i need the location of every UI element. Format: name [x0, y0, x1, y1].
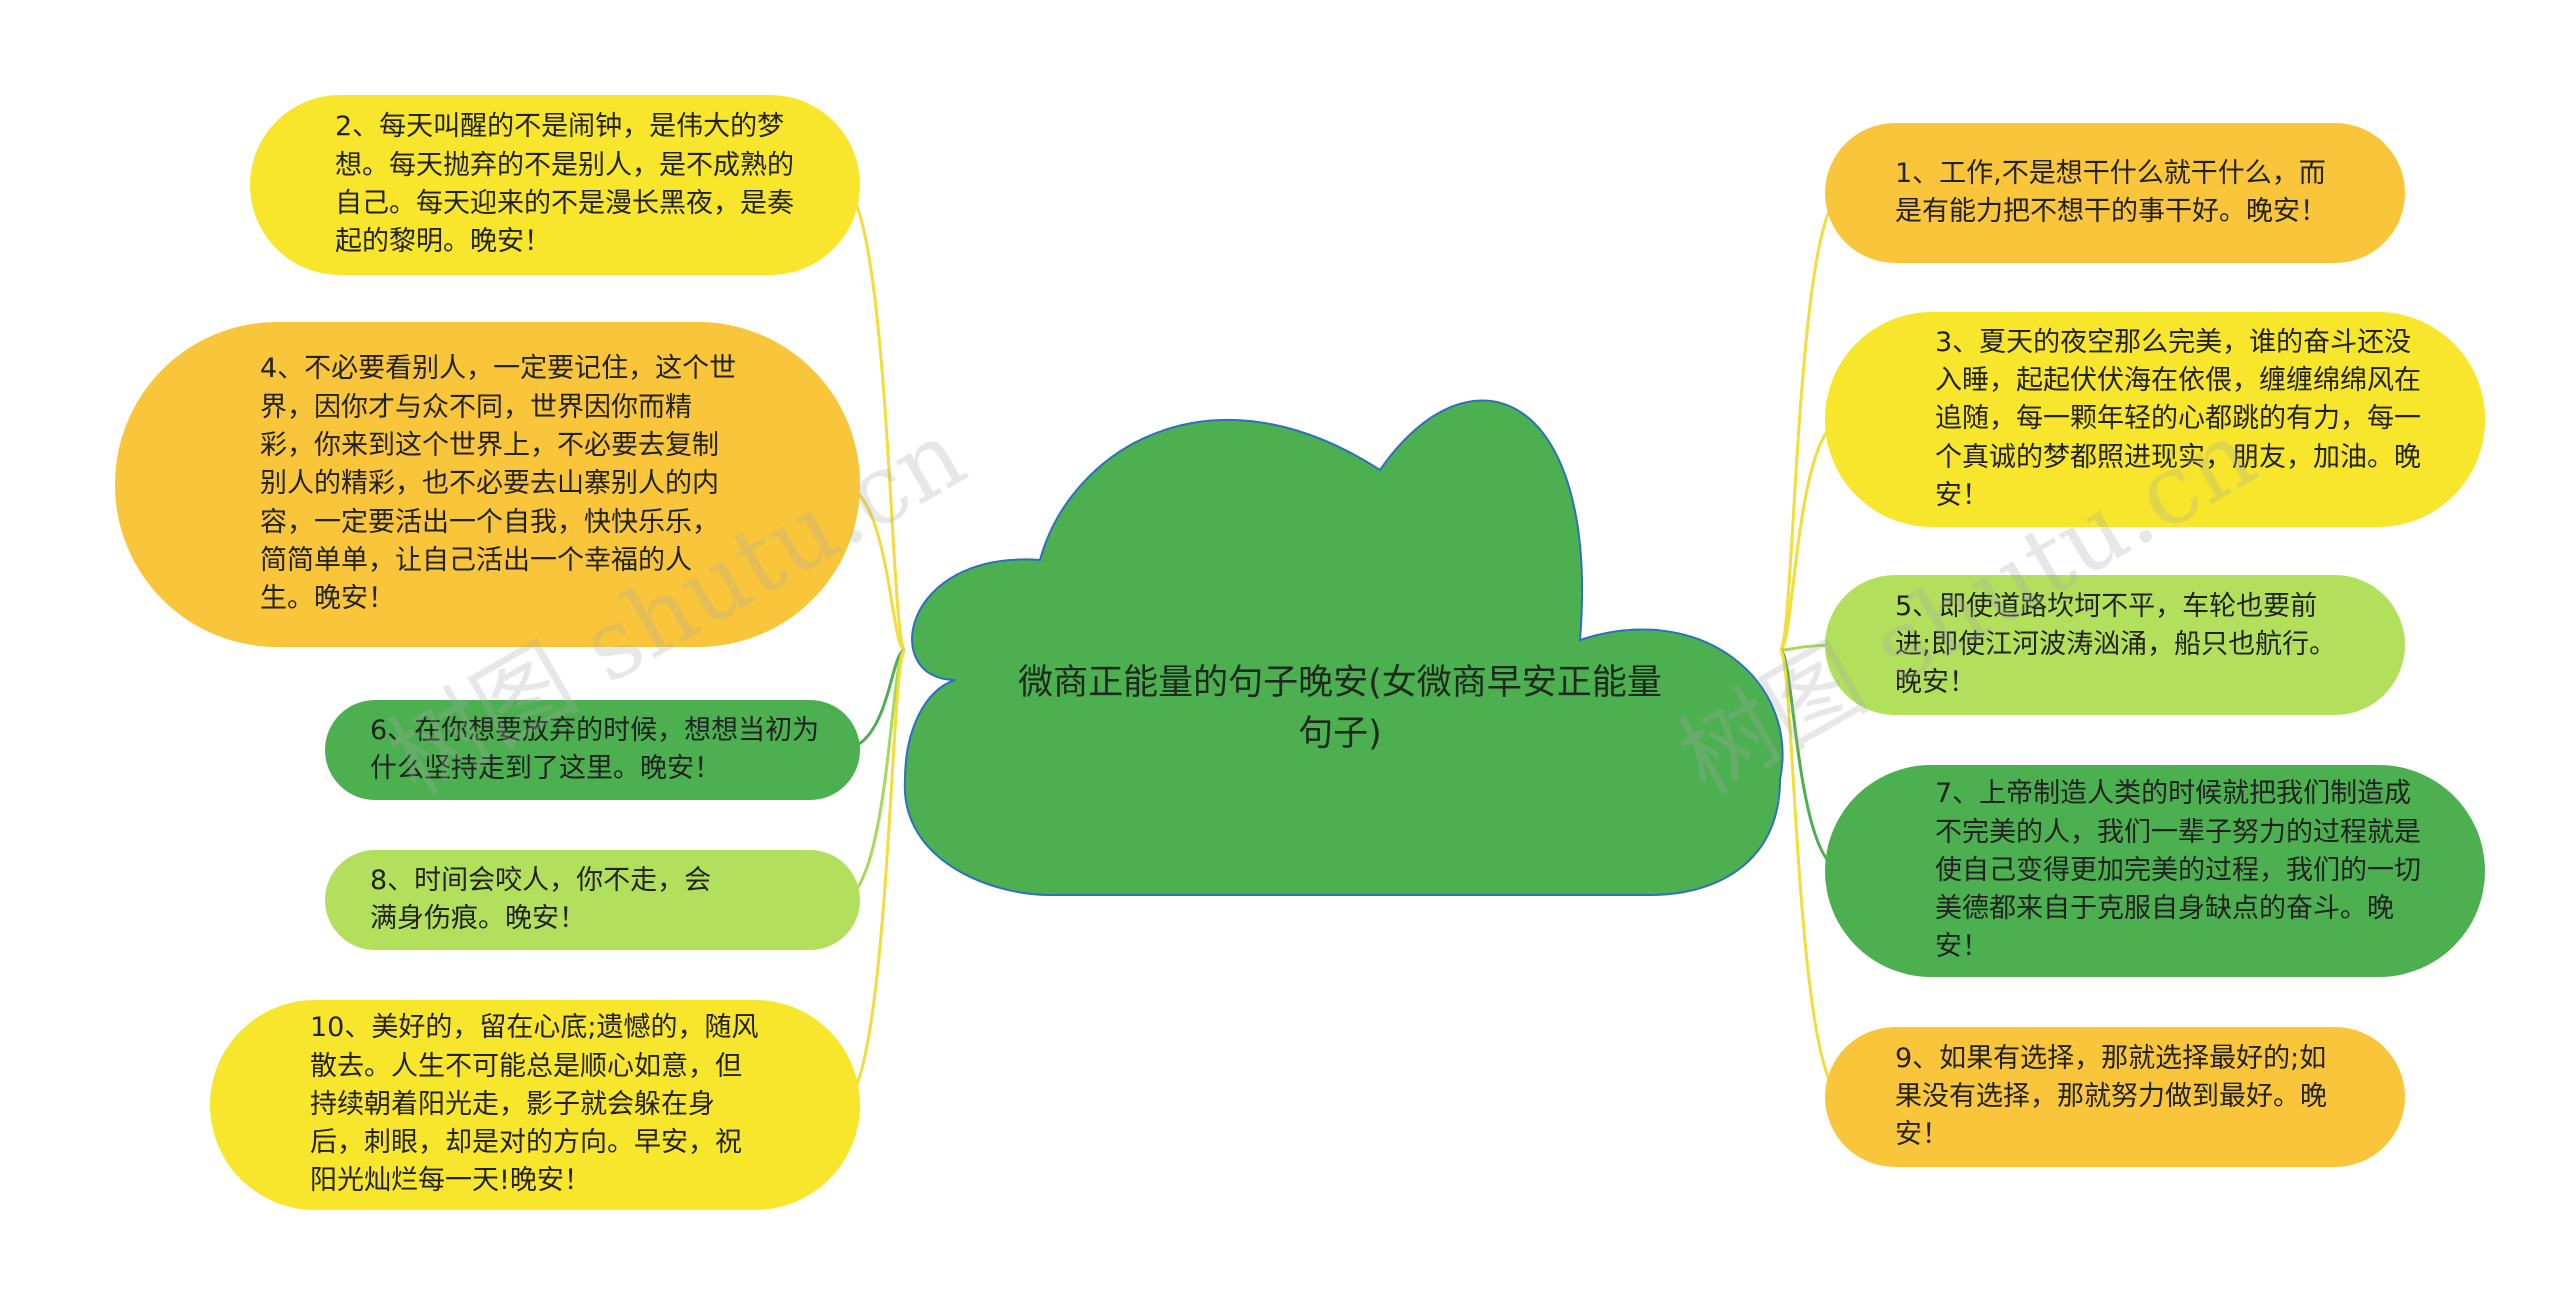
connector-n2 [839, 183, 907, 652]
central-topic-title[interactable]: 微商正能量的句子晚安(女微商早安正能量句子) [1018, 663, 1662, 754]
branch-node-8-text: 8、时间会咬人，你不走，会满身伤痕。晚安！ [370, 864, 712, 934]
branch-node-6[interactable]: 6、在你想要放弃的时候，想想当初为什么坚持走到了这里。晚安！ [325, 700, 860, 800]
branch-node-5-text: 5、即使道路坎坷不平，车轮也要前进;即使江河波涛汹涌，船只也航行。晚安！ [1895, 590, 2337, 699]
branch-node-8[interactable]: 8、时间会咬人，你不走，会满身伤痕。晚安！ [325, 850, 860, 950]
branch-node-9[interactable]: 9、如果有选择，那就选择最好的;如果没有选择，那就努力做到最好。晚安！ [1825, 1027, 2405, 1167]
branch-node-6-text: 6、在你想要放弃的时候，想想当初为什么坚持走到了这里。晚安！ [370, 714, 820, 784]
connector-n10 [839, 648, 907, 1107]
connector-n9 [1778, 648, 1846, 1099]
branch-node-1[interactable]: 1、工作,不是想干什么就干什么，而是有能力把不想干的事干好。晚安！ [1825, 123, 2405, 263]
branch-node-7[interactable]: 7、上帝制造人类的时候就把我们制造成不完美的人，我们一辈子努力的过程就是使自己变… [1825, 765, 2485, 977]
branch-node-4-text: 4、不必要看别人，一定要记住，这个世界，因你才与众不同，世界因你而精彩，你来到这… [260, 353, 737, 615]
connector-lines [839, 183, 1846, 1107]
central-cloud-shape[interactable] [903, 399, 1784, 896]
branch-node-5[interactable]: 5、即使道路坎坷不平，车轮也要前进;即使江河波涛汹涌，船只也航行。晚安！ [1825, 575, 2405, 715]
branch-node-4[interactable]: 4、不必要看别人，一定要记住，这个世界，因你才与众不同，世界因你而精彩，你来到这… [115, 322, 860, 647]
branch-node-1-text: 1、工作,不是想干什么就干什么，而是有能力把不想干的事干好。晚安！ [1895, 157, 2327, 227]
branch-node-3-text: 3、夏天的夜空那么完美，谁的奋斗还没入睡，起起伏伏海在依偎，缠缠绵绵风在追随，每… [1935, 326, 2421, 511]
branch-node-3[interactable]: 3、夏天的夜空那么完美，谁的奋斗还没入睡，起起伏伏海在依偎，缠缠绵绵风在追随，每… [1825, 312, 2485, 527]
branch-node-7-text: 7、上帝制造人类的时候就把我们制造成不完美的人，我们一辈子努力的过程就是使自己变… [1935, 778, 2421, 963]
branch-node-10[interactable]: 10、美好的，留在心底;遗憾的，随风散去。人生不可能总是顺心如意，但持续朝着阳光… [210, 1000, 860, 1210]
connector-n1 [1778, 191, 1846, 652]
branch-node-10-text: 10、美好的，留在心底;遗憾的，随风散去。人生不可能总是顺心如意，但持续朝着阳光… [310, 1012, 759, 1197]
branch-node-9-text: 9、如果有选择，那就选择最好的;如果没有选择，那就努力做到最好。晚安！ [1895, 1042, 2327, 1151]
branch-node-2-text: 2、每天叫醒的不是闹钟，是伟大的梦想。每天抛弃的不是别人，是不成熟的自己。每天迎… [335, 111, 794, 258]
branch-node-2[interactable]: 2、每天叫醒的不是闹钟，是伟大的梦想。每天抛弃的不是别人，是不成熟的自己。每天迎… [250, 95, 860, 275]
